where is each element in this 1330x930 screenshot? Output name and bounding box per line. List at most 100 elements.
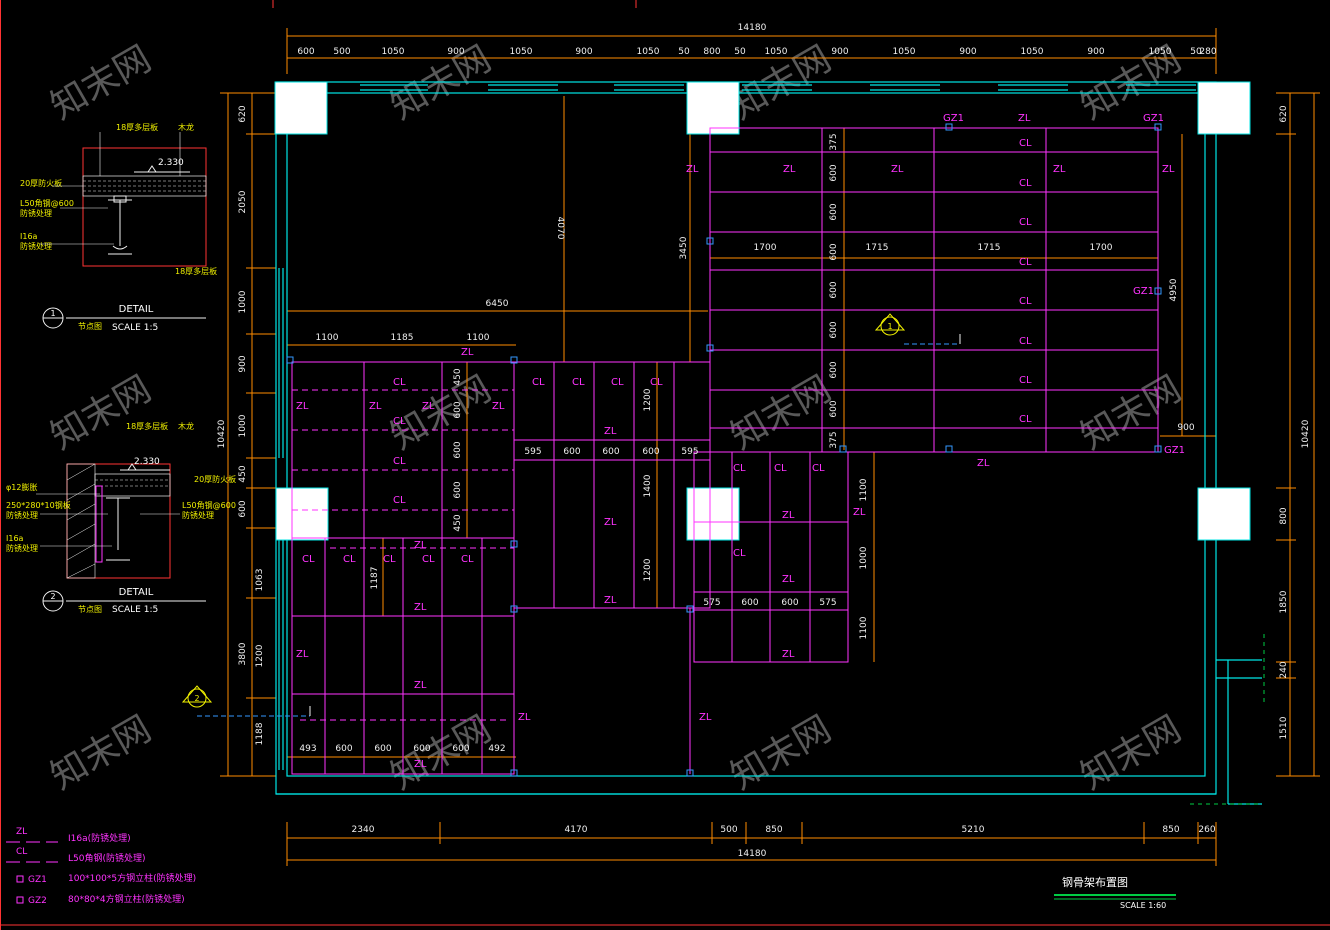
right-dim: 1850 xyxy=(1279,590,1289,613)
interior-dimension-texts: 4070 3450 6450 4950 900 1100 1185 1100 1… xyxy=(299,133,1194,754)
zl-label: ZL xyxy=(604,595,617,606)
structural-columns xyxy=(274,81,1251,541)
dim-3450: 3450 xyxy=(679,236,689,259)
zl-label: ZL xyxy=(699,712,712,723)
dim-6450: 6450 xyxy=(486,299,509,309)
top-dim: 50 xyxy=(1190,47,1202,57)
dim: 600 xyxy=(642,447,659,457)
top-dim: 280 xyxy=(1199,47,1216,57)
top-dim: 1050 xyxy=(510,47,533,57)
zl-label: ZL xyxy=(461,347,474,358)
dim: 1400 xyxy=(643,474,653,497)
dim-1187: 1187 xyxy=(370,567,380,590)
detail-number: 2 xyxy=(50,592,55,601)
detail-note: 木龙 xyxy=(178,122,194,132)
dim: 1100 xyxy=(467,333,490,343)
dim: 600 xyxy=(829,400,839,417)
cl-label: CL xyxy=(343,554,356,565)
watermark: 知末网 xyxy=(384,708,498,798)
detail-note: 木龙 xyxy=(178,421,194,431)
watermark: 知末网 xyxy=(44,38,158,128)
dim: 600 xyxy=(829,164,839,181)
zl-label: ZL xyxy=(296,401,309,412)
dim: 375 xyxy=(829,133,839,150)
dim-4950: 4950 xyxy=(1169,278,1179,301)
zl-label: ZL xyxy=(977,458,990,469)
watermark: 知末网 xyxy=(724,708,838,798)
right-dim: 240 xyxy=(1279,661,1289,678)
top-dim: 50 xyxy=(678,47,690,57)
zl-label: ZL xyxy=(422,401,435,412)
dim: 595 xyxy=(681,447,698,457)
gz1-label: GZ1 xyxy=(1143,113,1164,124)
dim: 600 xyxy=(453,401,463,418)
member-labels: GZ1 GZ1 GZ1 GZ1 ZL ZL ZL ZL ZL ZL ZL CL … xyxy=(296,113,1185,770)
watermark: 知末网 xyxy=(724,368,838,458)
cl-label: CL xyxy=(611,377,624,388)
top-dim: 900 xyxy=(575,47,592,57)
cl-label: CL xyxy=(1019,217,1032,228)
title-block: 钢骨架布置图 SCALE 1:60 xyxy=(1054,876,1176,910)
zl-label: ZL xyxy=(604,517,617,528)
top-dim: 1050 xyxy=(637,47,660,57)
gz1-label: GZ1 xyxy=(943,113,964,124)
dim-900: 900 xyxy=(1177,423,1194,433)
top-dim: 900 xyxy=(447,47,464,57)
cl-label: CL xyxy=(1019,375,1032,386)
dim: 600 xyxy=(829,321,839,338)
zl-label: ZL xyxy=(1162,164,1175,175)
top-dim: 800 xyxy=(703,47,720,57)
detail-caption: DETAIL xyxy=(119,587,154,598)
detail-note: 18厚多层板 xyxy=(126,421,168,431)
section-number: 2 xyxy=(194,694,199,703)
dim: 595 xyxy=(524,447,541,457)
dim: 600 xyxy=(453,441,463,458)
dim: 600 xyxy=(374,744,391,754)
cl-label: CL xyxy=(302,554,315,565)
zl-label: ZL xyxy=(853,507,866,518)
legend-text: I16a(防锈处理) xyxy=(68,832,131,844)
bottom-dimension-texts: 2340 4170 500 850 5210 850 260 14180 xyxy=(352,825,1216,859)
zl-label: ZL xyxy=(414,602,427,613)
left-dim: 1000 xyxy=(238,290,248,313)
cl-label: CL xyxy=(1019,178,1032,189)
cl-label: CL xyxy=(422,554,435,565)
zl-label: ZL xyxy=(518,712,531,723)
dim: 600 xyxy=(452,744,469,754)
detail-note: 18厚多层板 xyxy=(175,266,217,276)
dim: 1715 xyxy=(978,243,1001,253)
bottom-dim: 260 xyxy=(1198,825,1215,835)
detail-note: 防锈处理 xyxy=(20,208,52,218)
zl-label: ZL xyxy=(414,680,427,691)
left-dim: 2050 xyxy=(238,190,248,213)
overall-width-bottom: 14180 xyxy=(738,849,767,859)
detail-note: 防锈处理 xyxy=(182,510,214,520)
zl-label: ZL xyxy=(414,540,427,551)
dim: 600 xyxy=(829,281,839,298)
dim: 600 xyxy=(335,744,352,754)
left-total: 3800 xyxy=(238,642,248,665)
walls xyxy=(275,81,1262,805)
dim: 600 xyxy=(602,447,619,457)
top-dim: 50 xyxy=(734,47,746,57)
detail-sub: 节点图 xyxy=(78,605,102,614)
cl-label: CL xyxy=(733,463,746,474)
top-dim: 900 xyxy=(959,47,976,57)
zl-label: ZL xyxy=(414,759,427,770)
detail-caption: DETAIL xyxy=(119,304,154,315)
detail-note: I16a xyxy=(6,534,24,543)
top-dimension-texts: 14180 600 500 1050 900 1050 900 1050 50 … xyxy=(297,23,1216,57)
legend-symbol: GZ1 xyxy=(28,875,47,885)
zl-label: ZL xyxy=(604,426,617,437)
dim: 1200 xyxy=(643,388,653,411)
detail-2: 2.330 18厚多层板 木龙 φ12膨胀 250*280*10钢板 防锈处理 … xyxy=(6,421,236,615)
drawing-title: 钢骨架布置图 xyxy=(1062,876,1128,889)
zl-label: ZL xyxy=(782,510,795,521)
dim: 1100 xyxy=(859,616,869,639)
overall-width: 14180 xyxy=(738,23,767,33)
legend: ZL I16a(防锈处理) CL L50角钢(防锈处理) GZ1 100*100… xyxy=(6,827,196,906)
overall-height-right: 10420 xyxy=(1301,419,1311,448)
top-dim: 900 xyxy=(831,47,848,57)
dim: 600 xyxy=(413,744,430,754)
left-dim: 450 xyxy=(238,465,248,482)
